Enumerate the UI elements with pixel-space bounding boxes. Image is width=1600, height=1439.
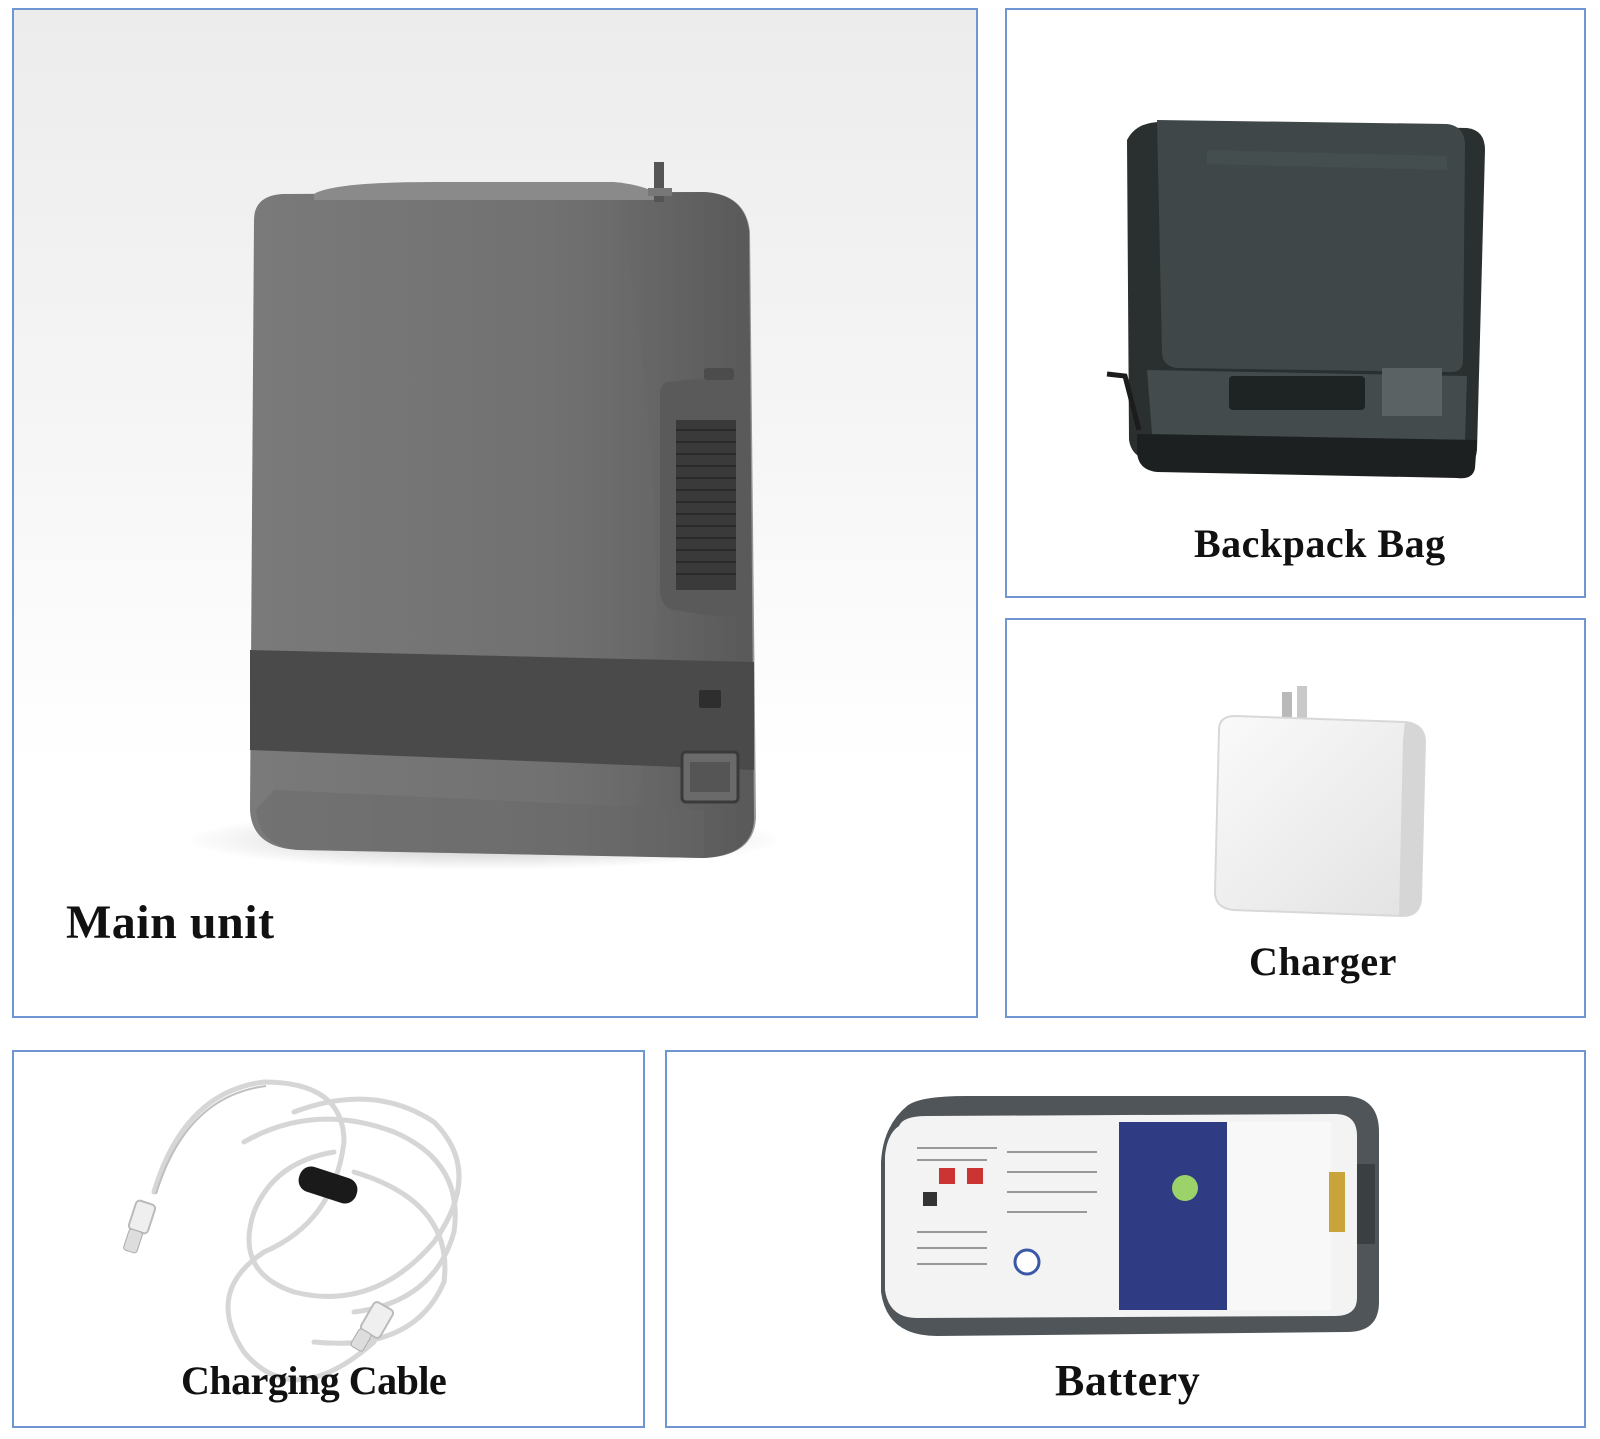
- charger-panel: Charger: [1005, 618, 1586, 1018]
- charger-illustration: [1213, 686, 1427, 918]
- backpack-bag-panel: Backpack Bag: [1005, 8, 1586, 598]
- charging-cable-caption: Charging Cable: [181, 1358, 447, 1403]
- charging-cable-illustration: [123, 1079, 462, 1383]
- battery-panel: Battery: [665, 1050, 1586, 1428]
- charger-caption: Charger: [1249, 939, 1397, 984]
- main-unit-panel: Main unit: [12, 8, 978, 1018]
- main-unit-illustration: [184, 162, 784, 870]
- backpack-bag-illustration: [1106, 120, 1485, 479]
- backpack-bag-caption: Backpack Bag: [1194, 521, 1446, 566]
- battery-caption: Battery: [1055, 1356, 1201, 1405]
- vent-grille: [676, 420, 736, 590]
- charging-cable-panel: Charging Cable: [12, 1050, 645, 1428]
- battery-illustration: [881, 1096, 1379, 1336]
- main-unit-caption: Main unit: [66, 896, 275, 949]
